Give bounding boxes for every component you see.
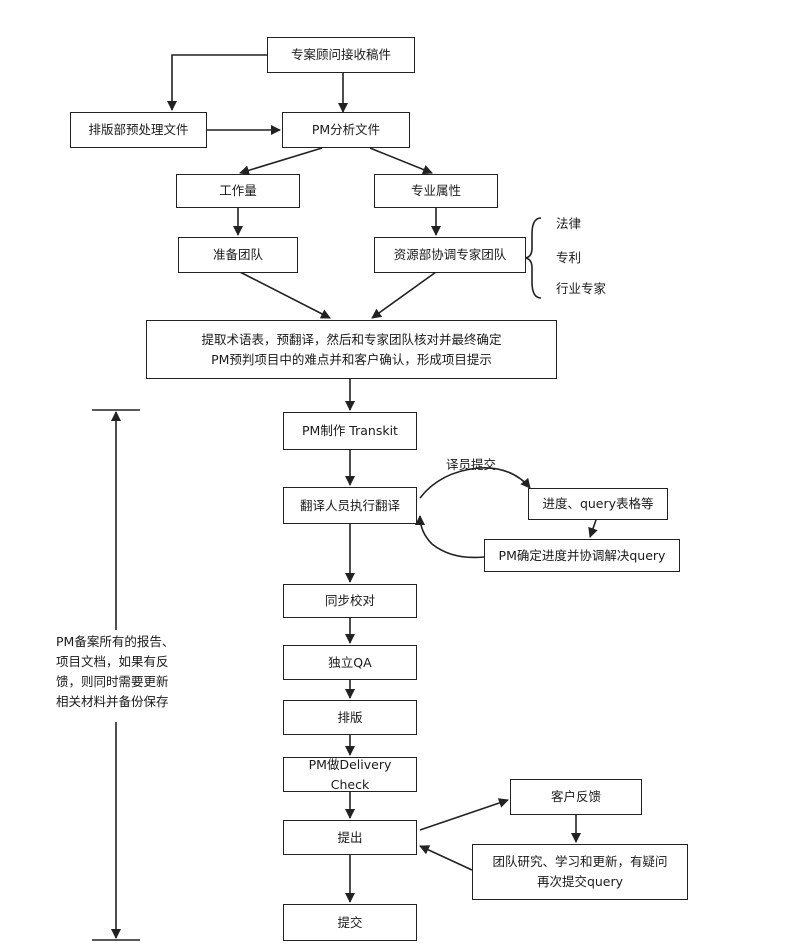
arrow-team-to-terms: [239, 271, 331, 319]
arrow-output-to-feedback: [419, 798, 509, 831]
label-translator-submit: 译员提交: [446, 457, 497, 472]
node-receive: 专案顾问接收稿件: [267, 37, 415, 73]
node-preprocess: 排版部预处理文件: [70, 112, 207, 148]
label-patent: 专利: [556, 250, 582, 265]
label-pm-archive: PM备案所有的报告、 项目文档，如果有反 馈，则同时需要更新 相关材料并备份保存: [56, 632, 206, 712]
arrow-resource-to-terms: [371, 271, 437, 319]
node-output: 提出: [283, 820, 417, 855]
node-feedback: 客户反馈: [510, 779, 642, 815]
node-transkit: PM制作 Transkit: [283, 412, 417, 450]
node-resource-team: 资源部协调专家团队: [374, 237, 526, 273]
label-law: 法律: [556, 216, 582, 231]
arrow-receive-to-preprocess: [167, 54, 267, 111]
node-translate: 翻译人员执行翻译: [283, 487, 417, 524]
node-delivery-check: PM做Delivery Check: [283, 757, 417, 792]
arrow-progress-to-query: [588, 519, 598, 538]
node-terms: 提取术语表，预翻译，然后和专家团队核对并最终确定 PM预判项目中的难点并和客户确…: [146, 320, 557, 379]
arrow-analyze-to-workload: [239, 147, 323, 176]
node-attribute: 专业属性: [374, 174, 498, 208]
arrow-translate-to-progress: [419, 467, 531, 499]
node-prepare-team: 准备团队: [178, 237, 298, 273]
node-submit: 提交: [283, 904, 417, 941]
node-typeset: 排版: [283, 700, 417, 735]
node-sync-review: 同步校对: [283, 584, 417, 618]
node-team-research: 团队研究、学习和更新，有疑问 再次提交query: [472, 844, 688, 900]
arrow-research-to-output: [419, 845, 473, 871]
node-pm-analyze: PM分析文件: [282, 112, 410, 148]
label-industry-expert: 行业专家: [556, 281, 607, 296]
node-pm-query: PM确定进度并协调解决query: [484, 539, 680, 572]
node-workload: 工作量: [176, 174, 300, 208]
arrow-analyze-to-attribute: [369, 147, 433, 175]
arrow-query-to-translate: [415, 515, 485, 559]
node-independent-qa: 独立QA: [283, 645, 417, 680]
node-progress: 进度、query表格等: [528, 488, 668, 520]
category-bracket: [523, 217, 542, 299]
